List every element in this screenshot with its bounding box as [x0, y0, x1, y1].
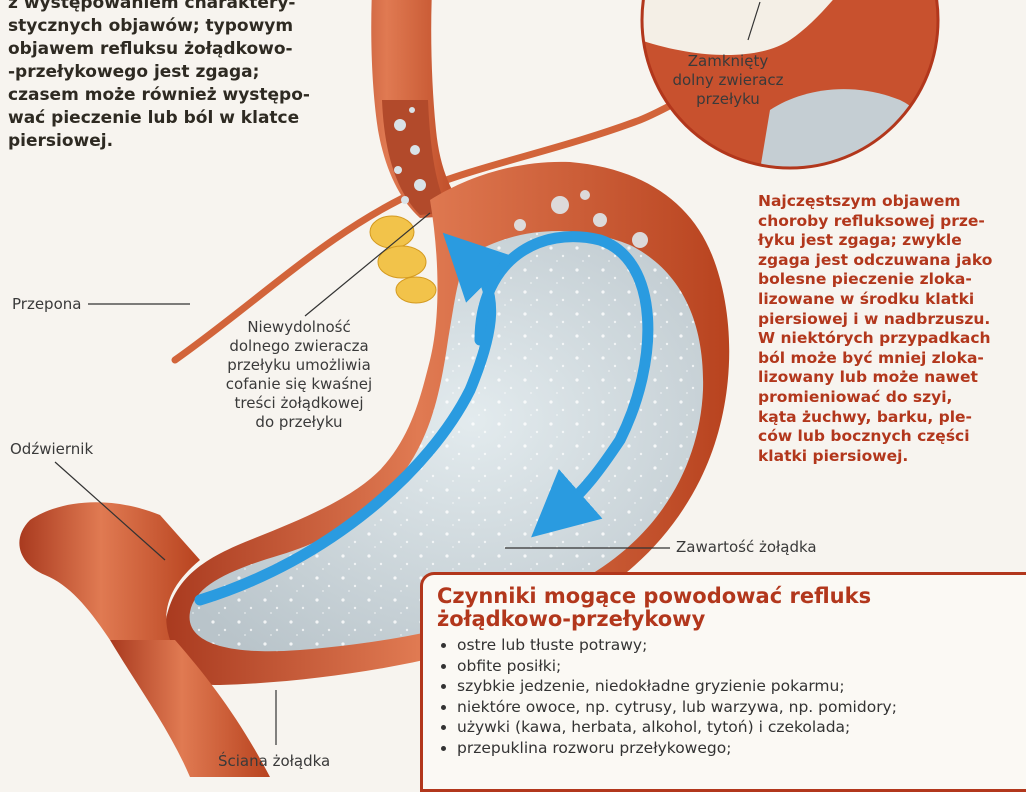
- factors-title-line: żołądkowo-przełykowy: [437, 608, 1026, 631]
- factors-list-item: używki (kawa, herbata, alkohol, tytoń) i…: [457, 717, 1026, 738]
- symptoms-line: lizowany lub może nawet: [758, 368, 1020, 388]
- symptoms-line: choroby refluksowej prze-: [758, 212, 1020, 232]
- label-odzwiernik: Odźwiernik: [10, 440, 93, 459]
- factors-list-item: niektóre owoce, np. cytrusy, lub warzywa…: [457, 697, 1026, 718]
- symptoms-line: klatki piersiowej.: [758, 447, 1020, 467]
- symptoms-line: ból może być mniej zloka-: [758, 349, 1020, 369]
- label-niewydolnosc: Niewydolność dolnego zwieracza przełyku …: [206, 318, 392, 432]
- factors-list-item: przepuklina rozworu przełykowego;: [457, 738, 1026, 759]
- factors-list-item: obfite posiłki;: [457, 656, 1026, 677]
- intro-line: objawem refluksu żołądkowo-: [8, 38, 348, 61]
- label-line: do przełyku: [206, 413, 392, 432]
- symptoms-line: bolesne pieczenie zloka-: [758, 270, 1020, 290]
- label-przepona: Przepona: [12, 295, 81, 314]
- intro-line: czasem może również występo-: [8, 84, 348, 107]
- intro-line: stycznych objawów; typowym: [8, 15, 348, 38]
- symptoms-line: W niektórych przypadkach: [758, 329, 1020, 349]
- label-sciana-zoladka: Ściana żołądka: [218, 752, 330, 771]
- symptoms-line: piersiowej i w nadbrzuszu.: [758, 310, 1020, 330]
- intro-line: z występowaniem charaktery-: [8, 0, 348, 15]
- label-line: treści żołądkowej: [206, 394, 392, 413]
- label-line: przełyku: [668, 90, 788, 109]
- label-line: dolny zwieracz: [668, 71, 788, 90]
- intro-line: wać pieczenie lub ból w klatce: [8, 107, 348, 130]
- symptoms-line: ców lub bocznych części: [758, 427, 1020, 447]
- label-zamkniety-zwieracz: Zamknięty dolny zwieracz przełyku: [668, 52, 788, 109]
- factors-list-item: ostre lub tłuste potrawy;: [457, 635, 1026, 656]
- symptoms-line: zgaga jest odczuwana jako: [758, 251, 1020, 271]
- symptoms-line: Najczęstszym objawem: [758, 192, 1020, 212]
- symptoms-text: Najczęstszym objawem choroby refluksowej…: [758, 192, 1020, 466]
- intro-line: -przełykowego jest zgaga;: [8, 61, 348, 84]
- symptoms-line: łyku jest zgaga; zwykle: [758, 231, 1020, 251]
- label-line: dolnego zwieracza: [206, 337, 392, 356]
- factors-title: Czynniki mogące powodować refluks żołądk…: [437, 585, 1026, 631]
- label-line: Niewydolność: [206, 318, 392, 337]
- symptoms-line: lizowane w środku klatki: [758, 290, 1020, 310]
- label-line: cofanie się kwaśnej: [206, 375, 392, 394]
- label-line: przełyku umożliwia: [206, 356, 392, 375]
- label-line: Zamknięty: [668, 52, 788, 71]
- symptoms-line: promieniować do szyi,: [758, 388, 1020, 408]
- factors-title-line: Czynniki mogące powodować refluks: [437, 585, 1026, 608]
- factors-list: ostre lub tłuste potrawy; obfite posiłki…: [437, 635, 1026, 758]
- intro-text: z występowaniem charaktery- stycznych ob…: [8, 0, 348, 153]
- label-zawartosc-zoladka: Zawartość żołądka: [676, 538, 817, 557]
- factors-list-item: szybkie jedzenie, niedokładne gryzienie …: [457, 676, 1026, 697]
- factors-box: Czynniki mogące powodować refluks żołądk…: [420, 572, 1026, 792]
- symptoms-line: kąta żuchwy, barku, ple-: [758, 408, 1020, 428]
- intro-line: piersiowej.: [8, 130, 348, 153]
